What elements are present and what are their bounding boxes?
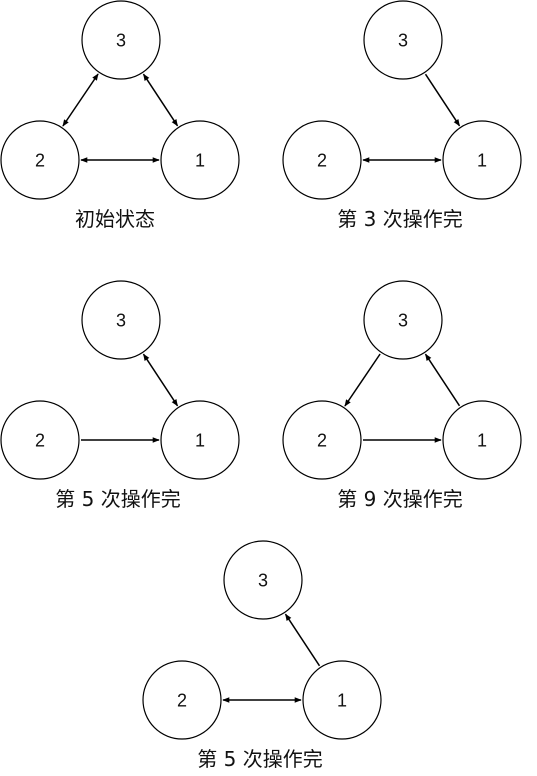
node-circle	[0, 120, 80, 200]
directed-edge	[284, 613, 321, 667]
graph-node: 2	[0, 120, 80, 200]
directed-edge	[344, 353, 381, 407]
node-circle	[302, 660, 382, 740]
node-circle	[223, 540, 303, 620]
node-circle	[282, 120, 362, 200]
node-circle	[0, 400, 80, 480]
directed-edge	[424, 73, 461, 127]
graph-node: 1	[160, 120, 240, 200]
diagram-caption: 第 5 次操作完	[55, 487, 180, 511]
diagram-panel: 3 2 1 初始状态	[0, 0, 240, 231]
node-circle	[282, 400, 362, 480]
node-label: 3	[116, 311, 126, 331]
node-circle	[442, 400, 522, 480]
node-label: 2	[317, 151, 327, 171]
node-label: 2	[35, 151, 45, 171]
diagram-caption: 第 9 次操作完	[337, 487, 462, 511]
diagram-panel: 3 2 1 第 5 次操作完	[0, 280, 240, 511]
graph-node: 3	[223, 540, 303, 620]
graph-node: 1	[160, 400, 240, 480]
node-label: 2	[35, 431, 45, 451]
diagram-caption: 初始状态	[75, 207, 155, 231]
node-label: 2	[177, 691, 187, 711]
diagram-caption: 第 3 次操作完	[337, 207, 462, 231]
node-label: 1	[477, 151, 487, 171]
node-label: 3	[116, 31, 126, 51]
diagram-panel: 3 2 1 第 5 次操作完	[142, 540, 382, 771]
diagram-caption: 第 5 次操作完	[197, 747, 322, 771]
node-label: 1	[195, 151, 205, 171]
graph-node: 1	[302, 660, 382, 740]
graph-node: 1	[442, 120, 522, 200]
graph-node: 2	[282, 400, 362, 480]
diagram-panel: 3 2 1 第 3 次操作完	[282, 0, 522, 231]
node-label: 3	[398, 31, 408, 51]
node-circle	[442, 120, 522, 200]
diagram-panel: 3 2 1 第 9 次操作完	[282, 280, 522, 511]
graph-node: 2	[142, 660, 222, 740]
node-circle	[160, 120, 240, 200]
node-label: 3	[398, 311, 408, 331]
bidirectional-edge	[142, 73, 179, 127]
node-circle	[142, 660, 222, 740]
graph-node: 2	[0, 400, 80, 480]
node-label: 3	[258, 571, 268, 591]
graph-node: 3	[81, 280, 161, 360]
node-label: 1	[337, 691, 347, 711]
node-circle	[81, 280, 161, 360]
node-circle	[81, 0, 161, 80]
graph-node: 1	[442, 400, 522, 480]
graph-node: 3	[363, 280, 443, 360]
node-circle	[160, 400, 240, 480]
bidirectional-edge	[142, 353, 179, 407]
node-circle	[363, 280, 443, 360]
graph-node: 2	[282, 120, 362, 200]
node-label: 1	[477, 431, 487, 451]
directed-edge	[424, 353, 461, 407]
node-circle	[363, 0, 443, 80]
graph-node: 3	[363, 0, 443, 80]
node-label: 2	[317, 431, 327, 451]
graph-node: 3	[81, 0, 161, 80]
node-label: 1	[195, 431, 205, 451]
bidirectional-edge	[62, 73, 99, 127]
